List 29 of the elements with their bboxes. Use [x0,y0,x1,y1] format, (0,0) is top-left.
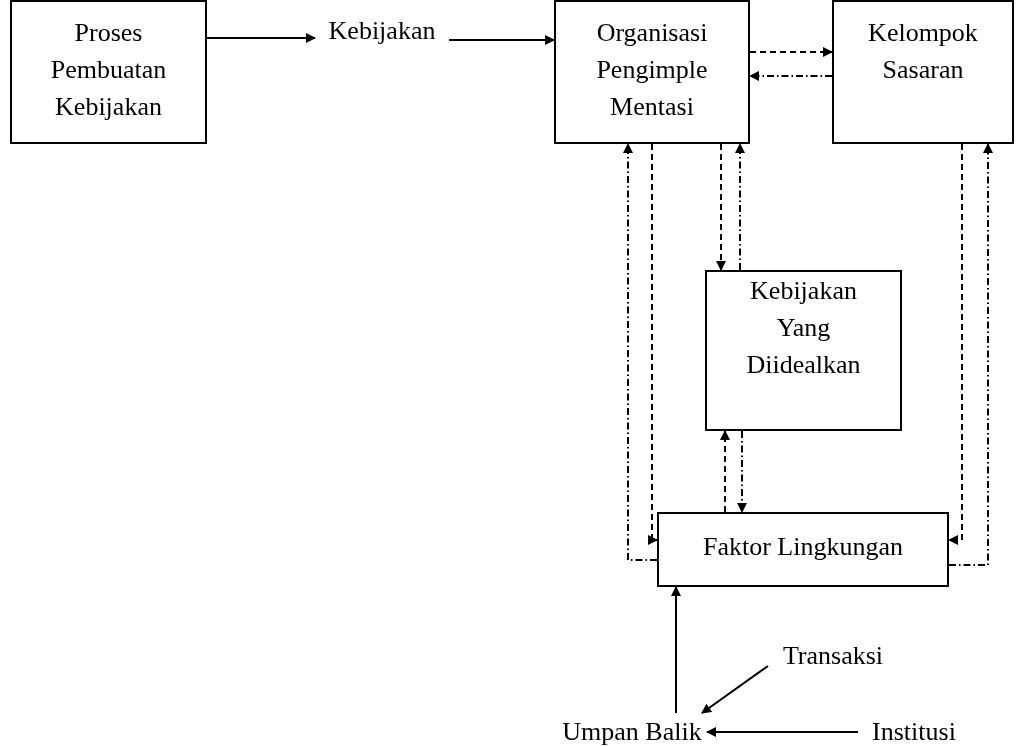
process-box [705,270,902,431]
process-box [10,0,207,144]
arrow [720,430,730,513]
text-label: Kebijakan [315,12,449,49]
arrow [948,143,963,545]
box-text: Proses Pembuatan Kebijakan [50,18,167,121]
arrow [749,47,833,57]
arrow [749,71,833,81]
box-text: Faktor Lingkungan [703,532,903,561]
process-box [657,512,949,587]
text-label: Institusi [858,713,970,747]
box-text: Organisasi Pengimple Mentasi [596,18,708,121]
arrow [948,143,993,566]
arrow [706,727,859,737]
arrow [737,430,747,513]
arrow [623,143,658,561]
arrow [701,665,769,714]
box-text: Kebijakan Yang Diidealkan [746,276,861,379]
process-box [554,0,750,144]
arrow [671,586,681,714]
arrow [648,143,658,545]
arrow [448,35,555,45]
box-text: Kelompok Sasaran [868,18,978,84]
arrow [716,143,726,271]
arrow [206,33,316,43]
text-label: Transaksi [768,637,898,674]
process-box [832,0,1014,144]
text-label: Umpan Balik [557,713,707,747]
arrow [735,143,745,271]
